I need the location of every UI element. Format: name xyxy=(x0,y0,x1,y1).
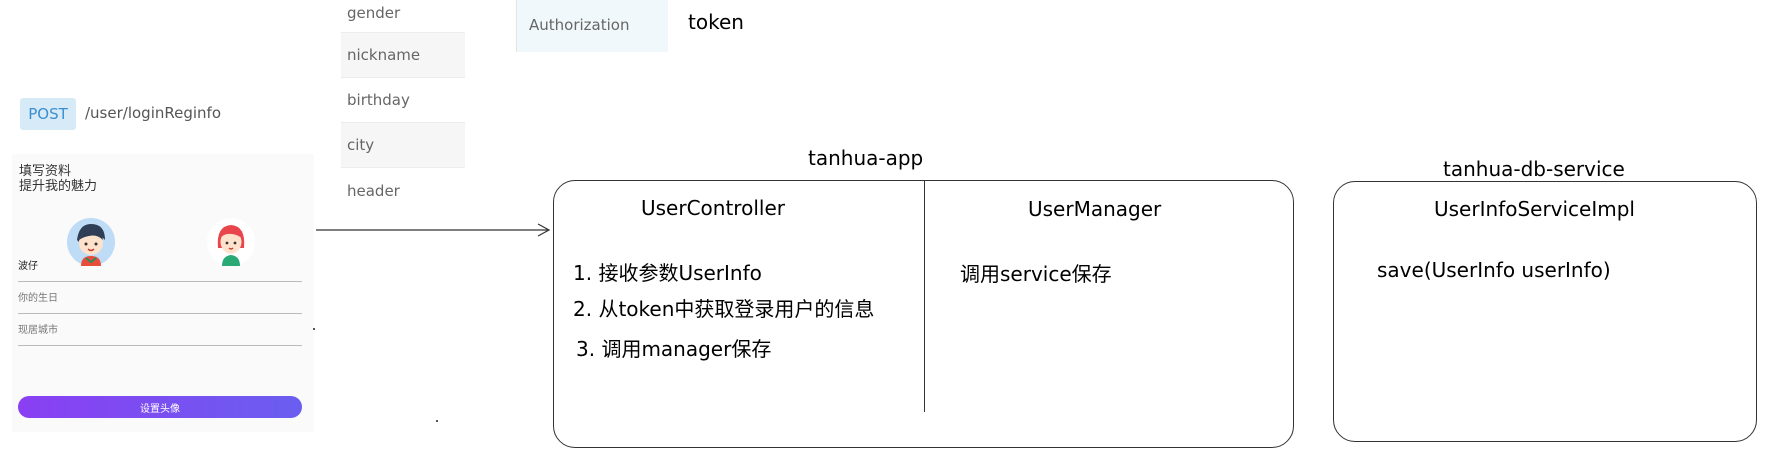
field-name: header xyxy=(347,181,400,200)
controller-step-3: 3. 调用manager保存 xyxy=(576,337,772,361)
phone-title-line1: 填写资料 xyxy=(19,164,72,179)
header-param-name: Authorization xyxy=(516,0,668,52)
male-avatar-icon[interactable] xyxy=(67,218,115,266)
controller-step-2: 2. 从token中获取登录用户的信息 xyxy=(573,297,875,321)
birthday-field[interactable]: 你的生日 xyxy=(18,282,302,314)
field-row-nickname: nickname xyxy=(341,33,465,78)
service-divider xyxy=(924,180,926,412)
request-fields-table: gender nickname birthday city header xyxy=(341,0,465,213)
set-avatar-button[interactable]: 设置头像 xyxy=(18,396,302,418)
field-name: city xyxy=(347,136,375,154)
userinfo-service-impl-title: UserInfoServiceImpl xyxy=(1434,197,1635,221)
app-service-title: tanhua-app xyxy=(808,146,924,170)
field-name: nickname xyxy=(347,46,421,64)
header-param-value: token xyxy=(688,10,744,34)
city-field[interactable]: 现居城市 xyxy=(18,314,302,346)
db-service-title: tanhua-db-service xyxy=(1443,157,1625,181)
manager-step-1: 调用service保存 xyxy=(960,262,1112,286)
phone-profile-screen: 填写资料 提升我的魅力 波仔 你的生日 现居城市 设置头像 xyxy=(12,154,314,432)
field-row-birthday: birthday xyxy=(341,78,465,123)
endpoint-path: /user/loginReginfo xyxy=(85,104,221,122)
http-method-badge: POST xyxy=(20,98,76,130)
stray-dot xyxy=(436,420,438,422)
controller-step-1: 1. 接收参数UserInfo xyxy=(573,261,762,285)
nickname-field[interactable]: 波仔 xyxy=(18,250,302,282)
app-service-box xyxy=(553,180,1294,448)
db-service-box xyxy=(1333,181,1757,442)
field-row-header: header xyxy=(341,168,465,213)
field-row-city: city xyxy=(341,123,465,168)
save-method-signature: save(UserInfo userInfo) xyxy=(1377,258,1611,282)
phone-title: 填写资料 提升我的魅力 xyxy=(19,164,97,194)
field-row-gender: gender xyxy=(341,0,465,33)
female-avatar-icon[interactable] xyxy=(207,218,255,266)
stray-dot xyxy=(313,328,315,330)
user-controller-title: UserController xyxy=(641,196,785,220)
user-manager-title: UserManager xyxy=(1028,197,1162,221)
field-name: gender xyxy=(347,4,401,22)
field-name: birthday xyxy=(347,91,410,109)
phone-title-line2: 提升我的魅力 xyxy=(19,179,98,194)
